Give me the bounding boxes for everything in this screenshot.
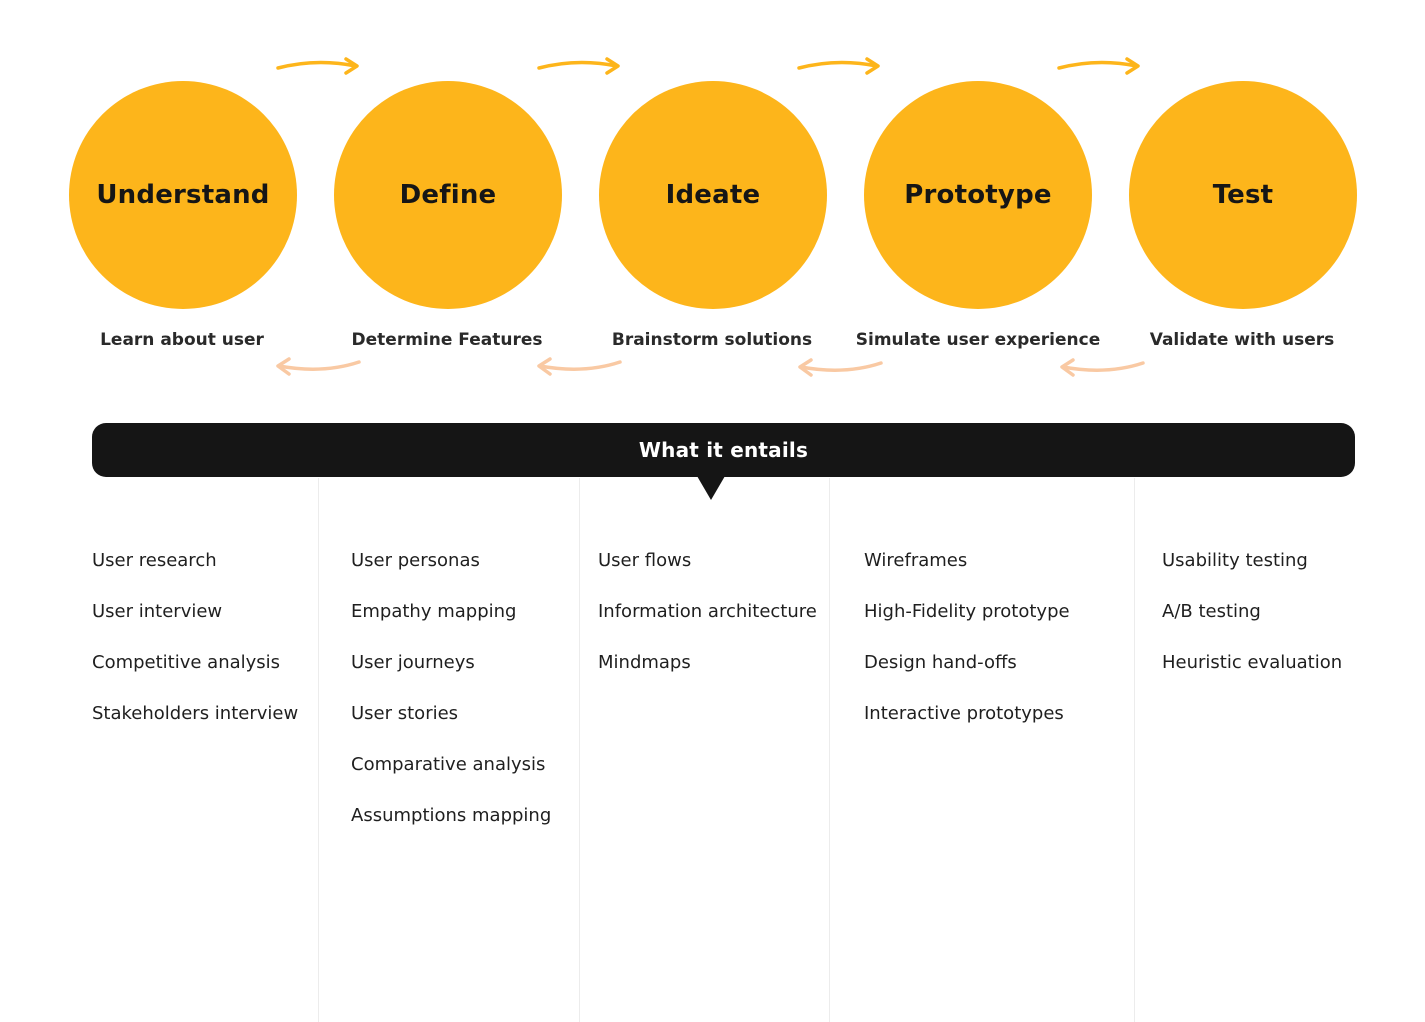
forward-arrow-icon (1057, 57, 1140, 75)
activity-item: Wireframes (864, 550, 968, 571)
activity-item: Competitive analysis (92, 652, 281, 673)
activity-item: Heuristic evaluation (1162, 652, 1343, 673)
stage-title: Define (399, 180, 497, 210)
stage-circle (69, 81, 297, 309)
forward-arrow-icon (797, 57, 880, 75)
stage-test: Test (1129, 81, 1357, 309)
activity-item: User personas (351, 550, 480, 571)
stage-circle (334, 81, 562, 309)
activities-understand: User research User interview Competitive… (92, 548, 298, 752)
activity-item: User interview (92, 601, 223, 622)
activity-item: Stakeholders interview (92, 703, 299, 724)
activity-item: User research (92, 550, 217, 571)
back-arrow-icon (798, 358, 883, 377)
column-divider (318, 478, 319, 1022)
activities-define: User personas Empathy mapping User journ… (351, 548, 551, 854)
stage-title: Ideate (665, 180, 761, 210)
activity-item: Empathy mapping (351, 601, 517, 622)
activity-item: Design hand-offs (864, 652, 1017, 673)
activities-ideate: User flows Information architecture Mind… (598, 548, 817, 701)
entails-header-bar: What it entails (92, 423, 1355, 477)
stage-title: Understand (96, 180, 270, 210)
activity-item: High-Fidelity prototype (864, 601, 1070, 622)
column-divider (829, 478, 830, 1022)
activities-prototype: Wireframes High-Fidelity prototype Desig… (864, 548, 1070, 752)
stage-subtitle-prototype: Simulate user experience (855, 330, 1101, 350)
stage-circle (1129, 81, 1357, 309)
activity-item: User journeys (351, 652, 475, 673)
stage-subtitle-ideate: Brainstorm solutions (611, 330, 813, 350)
stage-define: Define (334, 81, 562, 309)
activity-item: Assumptions mapping (351, 805, 552, 826)
stage-title: Prototype (904, 180, 1052, 210)
stage-title: Test (1212, 180, 1274, 210)
activity-item: Usability testing (1162, 550, 1308, 571)
back-arrow-icon (276, 357, 361, 376)
entails-pointer-icon (697, 476, 725, 500)
activities-test: Usability testing A/B testing Heuristic … (1162, 548, 1342, 701)
stage-circle (864, 81, 1092, 309)
stage-prototype: Prototype (864, 81, 1092, 309)
back-arrow-icon (537, 357, 622, 376)
stage-circle (599, 81, 827, 309)
forward-arrow-icon (276, 57, 359, 75)
activity-item: User stories (351, 703, 459, 724)
activity-item: User flows (598, 550, 692, 571)
column-divider (1134, 478, 1135, 1022)
forward-arrow-icon (537, 57, 620, 75)
stage-subtitle-test: Validate with users (1149, 330, 1335, 350)
entails-label: What it entails (638, 438, 809, 462)
column-divider (579, 478, 580, 1022)
stage-understand: Understand (69, 81, 297, 309)
stage-subtitle-understand: Learn about user (100, 330, 264, 350)
activity-item: Mindmaps (598, 652, 691, 673)
stage-ideate: Ideate (599, 81, 827, 309)
activity-item: Information architecture (598, 601, 817, 622)
activity-item: A/B testing (1162, 601, 1261, 622)
stage-subtitle-define: Determine Features (351, 330, 543, 350)
activity-item: Comparative analysis (351, 754, 546, 775)
back-arrow-icon (1060, 358, 1145, 377)
activity-item: Interactive prototypes (864, 703, 1064, 724)
